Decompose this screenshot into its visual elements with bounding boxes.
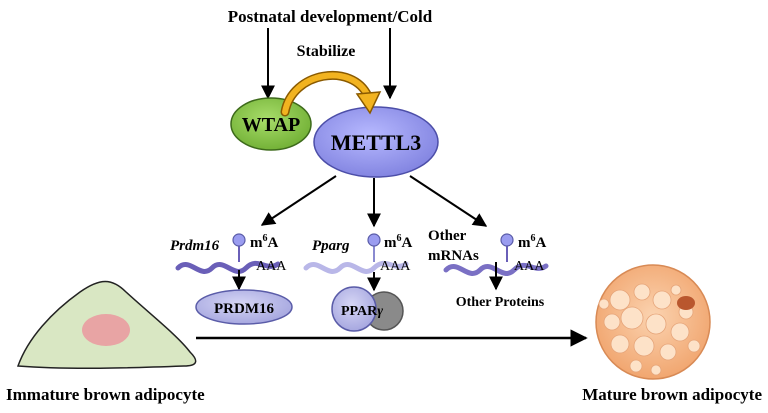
prdm16-protein-node (195, 289, 293, 325)
lipid-droplet (645, 313, 667, 335)
prdm16-m6a-label: m6A (250, 233, 279, 251)
pparg-m6a-label: m6A (384, 233, 413, 251)
pparg-mrna-label: Pparg (312, 238, 350, 254)
immature-nucleus (82, 314, 130, 346)
lipid-droplet (670, 322, 690, 342)
immature-adipocyte (16, 280, 197, 370)
arrow-mettl3-to-prdm16 (260, 175, 337, 226)
other-polya-tail: AAA (514, 259, 545, 274)
mettl3-label: METTL3 (331, 130, 421, 155)
prdm16-protein-label: PRDM16 (214, 301, 274, 317)
wtap-node (230, 97, 312, 151)
stabilize-arrow-fill (282, 72, 371, 115)
mature-label: Mature brown adipocyte (582, 385, 762, 404)
lipid-droplet (609, 289, 631, 311)
mature-nucleus (677, 296, 695, 310)
lipid-droplet (633, 283, 651, 301)
pparg-m6a-marker (367, 233, 381, 247)
prdm16-polya-tail: AAA (256, 259, 287, 274)
lipid-droplet (670, 284, 682, 296)
lipid-droplet (610, 334, 630, 354)
prdm16-group: Prdm16 m6A AAA PRDM16 (170, 233, 293, 325)
other-mrna-label-line2: mRNAs (428, 248, 479, 264)
lipid-droplet (598, 298, 610, 310)
pparg-protein-node (331, 286, 377, 332)
pparg-protein-label: PPARγ (341, 304, 383, 319)
lipid-droplet (652, 290, 672, 310)
other-mrnas-group: Other mRNAs m6A AAA Other Proteins (428, 228, 549, 310)
arrow-mettl3-to-other (409, 175, 488, 227)
stabilize-arrow-head (355, 91, 382, 115)
top-label: Postnatal development/Cold (228, 7, 433, 26)
other-m6a-label: m6A (518, 233, 547, 251)
lipid-droplet (629, 359, 643, 373)
pparg-polya-tail: AAA (380, 259, 411, 274)
lipid-droplet (620, 306, 644, 330)
immature-label: Immature brown adipocyte (6, 385, 205, 404)
lipid-droplet (633, 335, 655, 357)
mature-adipocyte (595, 264, 711, 380)
prdm16-mrna-strand (175, 260, 281, 274)
prdm16-mrna-label: Prdm16 (170, 238, 220, 254)
lipid-droplet (687, 339, 701, 353)
pparg-mrna-strand (303, 260, 409, 274)
mettl3-node (313, 106, 439, 178)
prdm16-m6a-marker (232, 233, 246, 247)
other-mrna-label-line1: Other (428, 228, 467, 244)
other-proteins-label: Other Proteins (456, 295, 545, 310)
stabilize-label: Stabilize (297, 43, 356, 60)
lipid-droplet (659, 343, 677, 361)
lipid-droplet (650, 364, 662, 376)
wtap-label: WTAP (242, 114, 301, 136)
pparg-group: Pparg m6A AAA PPARγ (303, 233, 413, 332)
lipid-droplet (603, 313, 621, 331)
other-m6a-marker (500, 233, 514, 247)
